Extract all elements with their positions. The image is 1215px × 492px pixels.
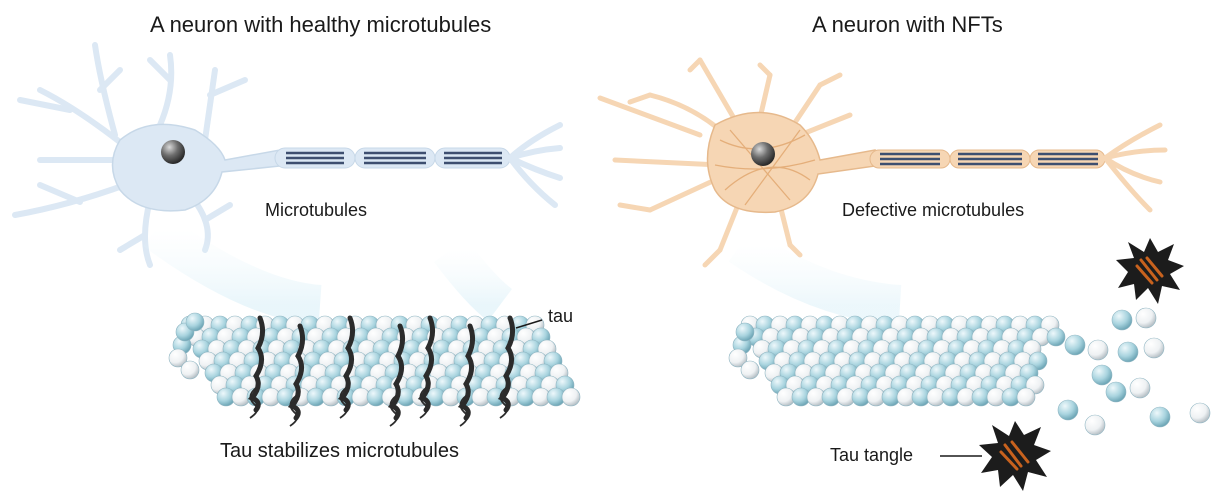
tubulin-blue	[1058, 400, 1078, 420]
right-panel-title: A neuron with NFTs	[812, 12, 1003, 38]
tubulin-blue	[1118, 342, 1138, 362]
tubulin-white	[1017, 388, 1035, 406]
tubulin-blue	[1092, 365, 1112, 385]
tubulin-white	[181, 361, 199, 379]
tau-label: tau	[548, 306, 573, 327]
tubulin-white	[1144, 338, 1164, 358]
tubulin-blue	[1047, 328, 1065, 346]
tubulin-white	[741, 361, 759, 379]
tangle-icon	[1116, 238, 1184, 304]
tubulin-blue	[736, 323, 754, 341]
defective-microtubules-label: Defective microtubules	[842, 200, 1024, 221]
tubulin-blue	[1106, 382, 1126, 402]
tubulin-white	[1136, 308, 1156, 328]
tubulin-white	[1130, 378, 1150, 398]
tangle-icon	[979, 421, 1051, 491]
left-panel-title: A neuron with healthy microtubules	[150, 12, 491, 38]
tubulin-blue	[186, 313, 204, 331]
defective-microtubule	[729, 316, 1065, 406]
healthy-neuron	[15, 45, 560, 305]
microtubules-label: Microtubules	[265, 200, 367, 221]
detached-tubulin	[1058, 308, 1210, 435]
diseased-neuron	[600, 60, 1165, 305]
tubulin-white	[1088, 340, 1108, 360]
tubulin-white	[562, 388, 580, 406]
tubulin-blue	[1112, 310, 1132, 330]
tau-tangle-label: Tau tangle	[830, 445, 913, 466]
tubulin-blue	[1150, 407, 1170, 427]
tubulin-white	[1190, 403, 1210, 423]
tubulin-white	[1085, 415, 1105, 435]
tubulin-blue	[1065, 335, 1085, 355]
left-caption: Tau stabilizes microtubules	[220, 440, 459, 463]
